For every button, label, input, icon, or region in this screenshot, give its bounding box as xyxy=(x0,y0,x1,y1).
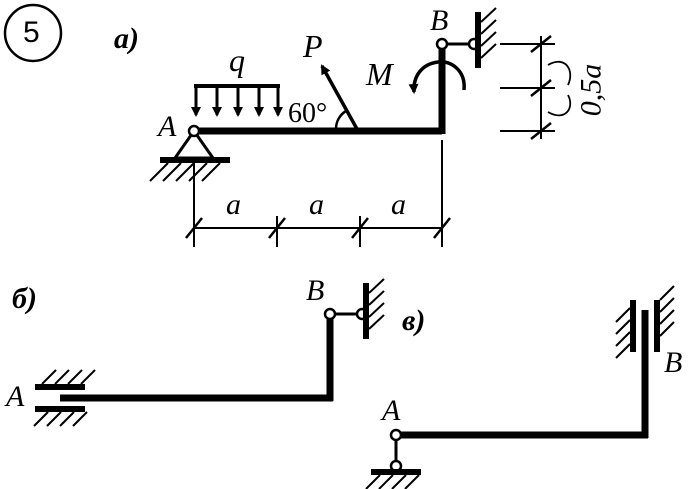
part-v-drawing xyxy=(365,285,675,489)
label-a-part-v: A xyxy=(382,394,401,427)
guide-support-b-v xyxy=(615,285,675,359)
moment-m xyxy=(408,60,466,94)
problem-number: 5 xyxy=(23,16,40,49)
part-b-drawing xyxy=(33,278,385,427)
dim-half-a: 0,5a xyxy=(574,63,608,117)
dim-a-1: a xyxy=(226,188,241,221)
label-b-part-a: B xyxy=(430,4,449,37)
pin-support-a xyxy=(149,124,230,182)
part-b-tag: б) xyxy=(12,282,37,315)
label-angle: 60° xyxy=(288,98,328,129)
label-p: P xyxy=(303,28,323,64)
support-b-a xyxy=(435,7,497,68)
dim-a-3: a xyxy=(391,188,406,221)
label-b-part-v: B xyxy=(664,346,683,379)
label-a-part-b: A xyxy=(6,380,25,413)
dimension-horizontal xyxy=(185,140,451,247)
label-b-part-b: B xyxy=(306,274,325,307)
part-a-drawing xyxy=(149,7,572,247)
dim-a-2: a xyxy=(309,188,324,221)
rod-support-a-v xyxy=(365,428,421,489)
part-a-tag: а) xyxy=(114,22,139,55)
distributed-load-q xyxy=(191,84,283,117)
label-q: q xyxy=(229,42,245,78)
label-a-part-a: A xyxy=(158,110,177,143)
support-b-b xyxy=(323,278,385,339)
part-v-tag: в) xyxy=(402,304,426,337)
force-p xyxy=(320,64,359,130)
slider-support-a-b xyxy=(33,369,96,427)
dimension-vertical xyxy=(500,35,572,140)
problem-number-circle xyxy=(3,3,63,63)
label-m: M xyxy=(366,56,393,92)
